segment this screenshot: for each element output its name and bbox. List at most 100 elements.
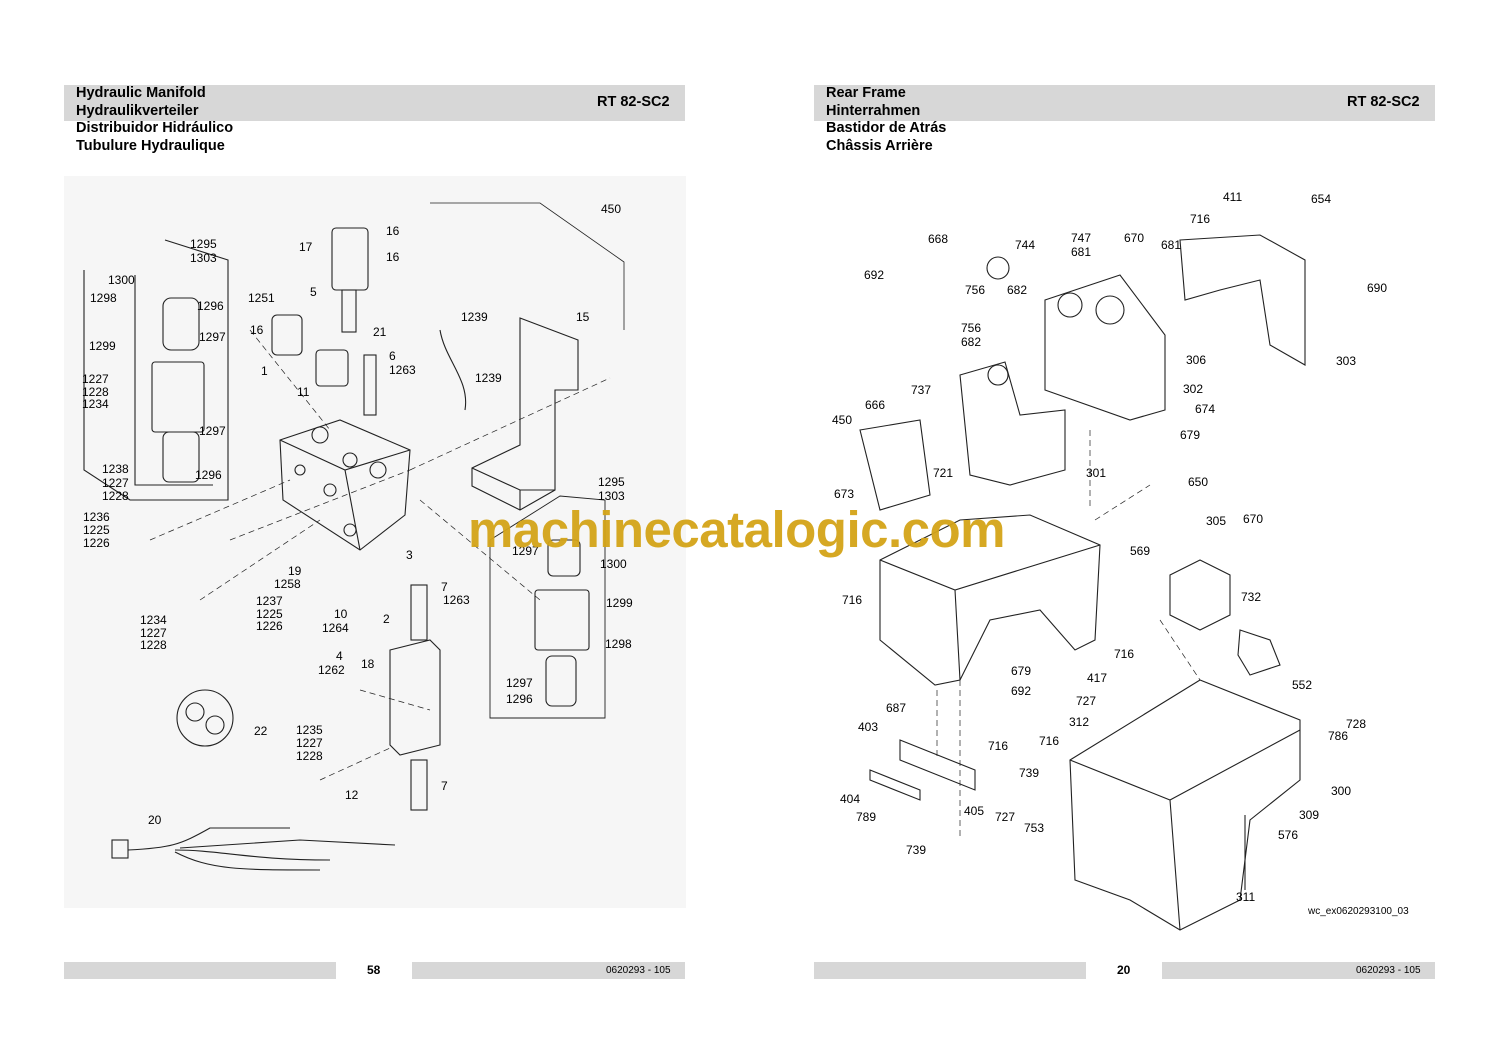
callout-label: 670 [1243, 512, 1264, 526]
left-title-en: Hydraulic Manifold [76, 85, 206, 101]
right-title-en: Rear Frame [826, 85, 906, 101]
callout-label: 1226 [83, 536, 110, 550]
callout-label: 1296 [197, 299, 224, 313]
callout-label: 679 [1180, 428, 1201, 442]
callout-label: 1227 [82, 372, 109, 386]
callout-label: 22 [254, 724, 268, 738]
callout-label: 1227 [296, 736, 323, 750]
left-title-de: Hydraulikverteiler [76, 102, 199, 119]
callout-label: 16 [386, 224, 400, 238]
callout-label: 681 [1071, 245, 1092, 259]
callout-label: 404 [840, 792, 861, 806]
callout-label: 728 [1346, 717, 1367, 731]
callout-label: 16 [386, 250, 400, 264]
solenoid-coil [331, 227, 369, 291]
callout-label: 1297 [512, 544, 539, 558]
callout-label: 1300 [600, 557, 627, 571]
callout-label: 1236 [83, 510, 110, 524]
seal-kit [176, 689, 234, 747]
callout-label: 756 [961, 321, 982, 335]
callout-label: 1262 [318, 663, 345, 677]
callout-label: 673 [834, 487, 855, 501]
callout-label: 450 [832, 413, 853, 427]
callout-label: 756 [965, 283, 986, 297]
callout-label: 1225 [83, 523, 110, 537]
callout-label: 753 [1024, 821, 1045, 835]
right-page-number: 20 [1117, 963, 1131, 977]
callout-label: 4 [336, 649, 343, 663]
callout-label: 668 [928, 232, 949, 246]
callout-label: 716 [988, 739, 1009, 753]
callout-label: 666 [865, 398, 886, 412]
callout-label: 18 [361, 657, 375, 671]
callout-label: 301 [1086, 466, 1107, 480]
rear-frame [1069, 679, 1301, 931]
callout-label: 739 [1019, 766, 1040, 780]
callout-label: 303 [1336, 354, 1357, 368]
callout-label: 650 [1188, 475, 1209, 489]
watermark: machinecatalogic.com [468, 501, 1006, 558]
callout-label: 1235 [296, 723, 323, 737]
right-diagram-art [859, 234, 1306, 931]
callout-label: 727 [995, 810, 1016, 824]
callout-label: 21 [373, 325, 387, 339]
callout-label: 309 [1299, 808, 1320, 822]
callout-label: 1251 [248, 291, 275, 305]
callout-label: 786 [1328, 729, 1349, 743]
oil-reservoir [959, 361, 1066, 486]
callout-label: 1297 [199, 424, 226, 438]
callout-label: 1228 [140, 638, 167, 652]
callout-label: 670 [1124, 231, 1145, 245]
callout-label: 679 [1011, 664, 1032, 678]
callout-label: 1226 [256, 619, 283, 633]
callout-label: 15 [576, 310, 590, 324]
valve-group-box [83, 239, 229, 501]
callout-label: 302 [1183, 382, 1204, 396]
callout-label: 682 [961, 335, 982, 349]
callout-label: 1303 [598, 489, 625, 503]
callout-label: 7 [441, 580, 448, 594]
callout-label: 1296 [195, 468, 222, 482]
callout-label: 12 [345, 788, 359, 802]
right-title-de: Hinterrahmen [826, 102, 921, 119]
right-title-fr: Châssis Arrière [826, 137, 933, 154]
callout-label: 789 [856, 810, 877, 824]
callout-label: 716 [1039, 734, 1060, 748]
left-page-number: 58 [367, 963, 381, 977]
valve-body [389, 639, 441, 756]
callout-label: 1234 [82, 397, 109, 411]
left-title-es: Distribuidor Hidráulico [76, 120, 234, 136]
left-model: RT 82-SC2 [597, 94, 670, 110]
left-diagram-area [64, 176, 686, 908]
callout-label: 690 [1367, 281, 1388, 295]
callout-label: 1299 [606, 596, 633, 610]
callout-label: 552 [1292, 678, 1313, 692]
callout-label: 312 [1069, 715, 1090, 729]
callout-label: 1263 [389, 363, 416, 377]
callout-label: 1227 [140, 626, 167, 640]
callout-label: 6 [389, 349, 396, 363]
callout-label: 2 [383, 612, 390, 626]
manifold-block [279, 419, 411, 551]
callout-label: 1228 [102, 489, 129, 503]
right-header-bar [814, 85, 1435, 121]
callout-label: 1300 [108, 273, 135, 287]
callout-label: 1227 [102, 476, 129, 490]
callout-label: 1239 [461, 310, 488, 324]
callout-label: 10 [334, 607, 348, 621]
callout-label: 1263 [443, 593, 470, 607]
callout-label: 311 [1236, 890, 1256, 904]
solenoid-block [151, 361, 205, 433]
left-footer-bar-a [64, 962, 336, 979]
callout-label: 403 [858, 720, 879, 734]
callout-label: 1238 [102, 462, 129, 476]
callout-label: 1295 [190, 237, 217, 251]
callout-label: 727 [1076, 694, 1097, 708]
callout-label: 450 [601, 202, 622, 216]
callout-label: 1297 [506, 676, 533, 690]
callout-label: 300 [1331, 784, 1352, 798]
callout-label: 692 [864, 268, 885, 282]
right-title-es: Bastidor de Atrás [826, 120, 947, 136]
right-model: RT 82-SC2 [1347, 94, 1420, 110]
